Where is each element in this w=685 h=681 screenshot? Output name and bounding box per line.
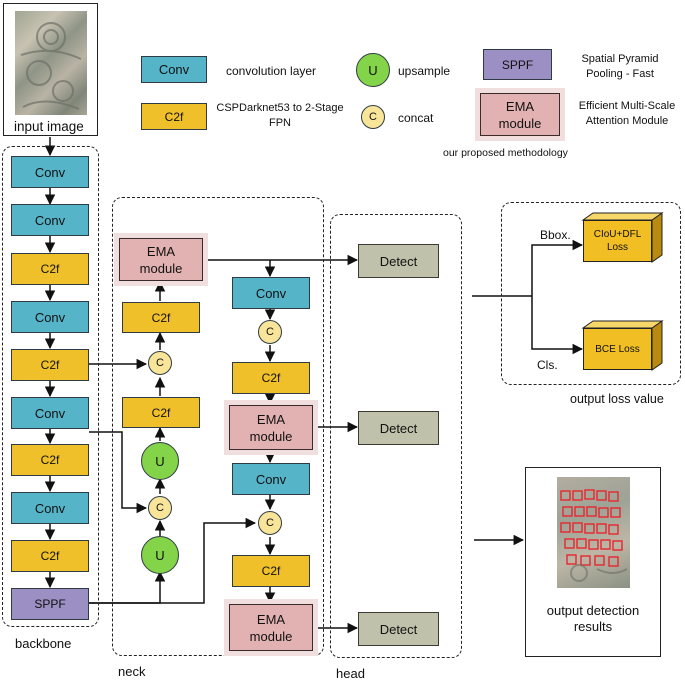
head-frame [330,214,462,658]
legend-ema-label: EMA module [498,98,542,131]
input-image-frame: input image [3,3,98,136]
legend-concat-letter: C [369,111,377,123]
legend-conv-desc: convolution layer [226,64,317,78]
legend-c2f-desc: CSPDarknet53 to 2-Stage FPN [216,102,344,129]
bce-loss-box: BCE Loss [583,328,652,370]
output-caption: output detection results [546,603,640,634]
neck-upsample-upper: U [141,442,179,480]
backbone-sppf-block: SPPF [11,588,89,620]
neck-label: neck [118,664,146,679]
legend-conv-label: Conv [158,62,190,77]
legend-c2f-label: C2f [164,109,184,124]
loss-frame [501,202,681,385]
input-image-label: input image [14,119,84,134]
backbone-block-6: Conv [11,397,89,429]
neck-ema-middle-label: EMA module [249,411,293,444]
neck-ema-bottom-label: EMA module [249,611,293,644]
bce-loss-label: BCE Loss [595,343,640,355]
neck-ema-top: EMA module [119,238,203,281]
ciou-dfl-loss-label: CIoU+DFL Loss [593,229,642,253]
backbone-block-1: Conv [11,156,89,188]
loss-caption: output loss value [570,392,664,406]
input-image [15,11,87,115]
output-frame [525,467,661,657]
neck-ema-bottom: EMA module [229,604,313,651]
neck-c2f-right-upper: C2f [232,362,310,394]
neck-c2f-left-upper: C2f [122,302,200,333]
neck-concat-right-upper: C [258,320,282,344]
cls-branch-label: Cls. [537,358,558,372]
legend-sppf-desc: Spatial Pyramid Pooling - Fast [581,53,659,80]
backbone-block-5: C2f [11,349,89,381]
legend-upsample-desc: upsample [398,64,451,78]
neck-ema-middle: EMA module [229,405,313,450]
legend-upsample-letter: U [368,62,378,78]
neck-conv-right-lower: Conv [232,463,310,495]
neck-frame [112,197,324,656]
backbone-block-3: C2f [11,253,89,285]
legend-upsample-icon: U [356,53,390,87]
neck-concat-right-lower: C [258,511,282,535]
neck-conv-right-upper: Conv [232,277,310,309]
output-detection-image [557,477,630,588]
carving-pattern-graphic [20,22,82,110]
neck-ema-top-label: EMA module [139,243,183,276]
backbone-block-7: C2f [11,444,89,476]
legend-concat-desc: concat [398,111,434,125]
backbone-block-4: Conv [11,301,89,333]
head-detect-middle: Detect [358,411,439,445]
ciou-dfl-loss-box: CIoU+DFL Loss [583,220,652,262]
neck-upsample-lower: U [141,536,179,574]
neck-c2f-right-lower: C2f [232,555,310,587]
neck-c2f-left-lower: C2f [122,397,200,428]
legend-ema-desc: Efficient Multi-Scale Attention Module [578,100,676,127]
legend-ema-swatch: EMA module [480,93,560,136]
detection-boxes-graphic [560,489,628,582]
head-detect-top: Detect [358,244,439,278]
legend-sppf-swatch: SPPF [483,49,552,80]
legend-c2f-swatch: C2f [141,103,207,130]
backbone-frame [2,146,99,627]
legend-conv-swatch: Conv [141,56,207,83]
legend-concat-icon: C [361,105,385,129]
bbox-branch-label: Bbox. [540,228,571,242]
backbone-block-2: Conv [11,204,89,236]
head-label: head [336,666,365,681]
neck-concat-left-lower: C [148,496,172,520]
backbone-label: backbone [15,636,72,651]
neck-concat-left-upper: C [148,351,172,375]
backbone-block-8: Conv [11,492,89,524]
backbone-block-9: C2f [11,540,89,572]
head-detect-bottom: Detect [358,612,439,646]
legend-ema-note: our proposed methodology [443,147,568,159]
legend-sppf-label: SPPF [501,57,534,72]
